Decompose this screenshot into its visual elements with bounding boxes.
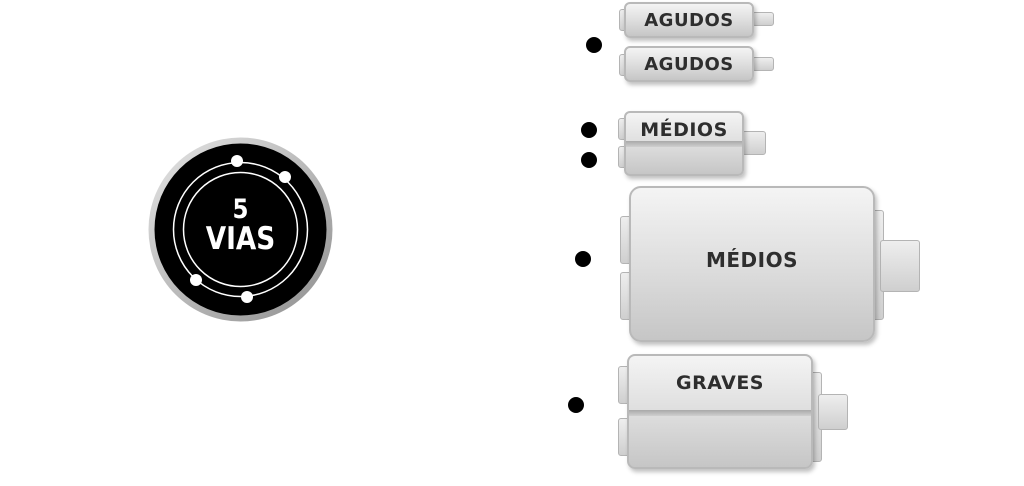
bullet-dot [581, 122, 597, 138]
badge-node [241, 291, 253, 303]
connector [880, 240, 920, 292]
component-label: AGUDOS [644, 54, 734, 75]
bullet-dot [581, 152, 597, 168]
connector [818, 394, 848, 430]
component-label: MÉDIOS [705, 248, 798, 272]
connector [752, 12, 774, 26]
badge-node [279, 171, 291, 183]
component-graves: GRAVES [627, 354, 813, 469]
component-label: AGUDOS [644, 10, 734, 31]
bullet-dot [568, 397, 584, 413]
component-agudos-2: AGUDOS [624, 46, 754, 82]
five-way-badge [148, 137, 333, 322]
component-label: MÉDIOS [640, 119, 728, 141]
component-label: GRAVES [675, 372, 764, 394]
badge-node [231, 155, 243, 167]
badge-word: VIAS [205, 221, 276, 257]
component-medios-small: MÉDIOS [624, 111, 744, 176]
component-agudos-1: AGUDOS [624, 2, 754, 38]
component-medios-large: MÉDIOS [629, 186, 875, 342]
badge-number: 5 [232, 194, 249, 225]
badge-ring-inner [182, 171, 299, 288]
bullet-dot [575, 251, 591, 267]
divider [626, 141, 742, 147]
badge-node [190, 274, 202, 286]
divider [629, 410, 811, 416]
bullet-dot [586, 37, 602, 53]
connector [752, 57, 774, 71]
connector [742, 131, 766, 155]
badge-face [154, 143, 327, 316]
